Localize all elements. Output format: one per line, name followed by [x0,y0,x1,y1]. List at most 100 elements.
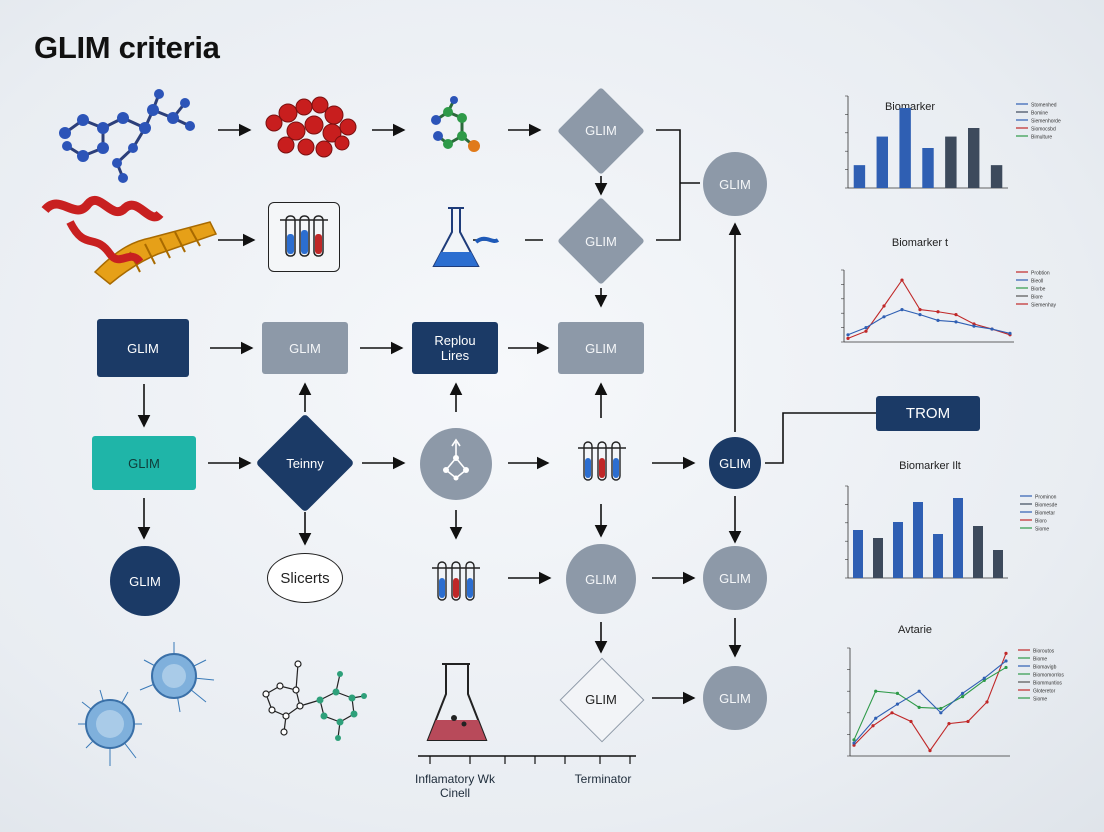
chart-1-title: Biomarker [884,101,936,113]
bar [876,136,888,188]
point [895,691,900,695]
series-line [847,309,1011,336]
legend-label: Biorbe [1031,287,1046,293]
decision-diamond-outline-label: GLIM [585,691,617,707]
point [900,308,904,312]
legend-label: Siome [1035,527,1049,533]
chart-2-title: Biomarker t [891,237,949,249]
bar [899,108,911,188]
molecule-network-icon [262,660,367,741]
glim-box-gray-2: GLIM [558,322,644,374]
point [966,719,970,724]
series-line [847,279,1011,339]
bar [953,498,963,578]
point [939,706,943,711]
molecule-blue-icon [59,89,195,183]
point [917,689,921,693]
point [864,326,868,330]
point [890,711,894,715]
bar [933,534,943,578]
bar [945,136,957,188]
page-title: GLIM criteria [34,30,220,65]
point [928,749,932,753]
point [982,676,986,680]
point [954,313,958,317]
legend-label: Biommuntios [1033,681,1062,687]
point [874,689,878,693]
flask-red-icon [426,663,488,741]
bar [913,502,923,578]
bar [853,165,866,188]
point [895,702,900,706]
point [917,705,921,709]
chart-1: StomenhedBomineSiemenhordeSiomocsbdBimul… [845,95,1061,189]
point [882,304,886,308]
legend-label: Prominon [1035,495,1057,501]
legend-label: Bioroutos [1033,649,1055,655]
molecule-green-icon [431,96,480,152]
point [846,333,850,337]
legend-label: Gloteretor [1033,689,1056,695]
bar [873,538,883,578]
legend-label: Stomenhed [1031,103,1057,109]
legend-label: Siomocsbd [1031,127,1056,133]
flask-blue-icon [432,207,500,267]
test-tubes-icon-2 [578,441,626,481]
virus-icon [78,642,215,766]
protein-ribbon-icon [41,195,218,285]
legend-label: Biomavigb [1033,665,1057,671]
legend-label: Probtion [1031,271,1050,277]
point [972,324,976,328]
bottom-label-left: Inflamatory Wk Cinell [414,772,495,800]
legend-label: Biome [1033,657,1047,663]
legend-label: Biometar [1035,511,1055,517]
test-tubes-icon [280,215,328,257]
bar [968,128,980,188]
legend-label: Siemenhorde [1031,119,1061,125]
bar [990,165,1003,188]
protein-red-icon [265,96,357,158]
point [882,315,886,319]
test-tubes-icon-3 [432,561,480,601]
glim-circle-gray-3: GLIM [703,666,767,730]
glim-box-teal: GLIM [92,436,196,490]
decision-diamond-2-label: GLIM [585,233,617,249]
legend-label: Bioro [1035,519,1047,525]
bar [853,530,863,578]
point [846,336,850,340]
point [874,716,878,720]
legend-label: Bimulture [1031,135,1052,141]
point [947,722,951,726]
point [864,329,868,333]
trom-box: TROM [876,396,980,431]
legend-label: Biomomorrlos [1033,673,1064,679]
legend-label: Biore [1031,295,1043,301]
bar [922,148,934,188]
point [936,310,940,314]
point [936,318,940,322]
chart-3-title: Biomarker Ilt [899,460,961,472]
point [918,313,922,317]
bar [973,526,983,578]
point [960,695,965,699]
point [1004,651,1008,655]
legend-label: Biomesde [1035,503,1057,509]
point [852,738,856,742]
legend-label: Siome [1033,697,1047,703]
glim-circle-gray-1: GLIM [566,544,636,614]
point [909,719,913,724]
point [939,711,943,715]
legend-label: Bieoll [1031,279,1043,285]
glim-box-gray-1: GLIM [262,322,348,374]
decision-diamond-1-label: GLIM [585,122,617,138]
network-icon [443,438,469,481]
glim-box-navy: GLIM [97,319,189,377]
legend-label: Siemenhay [1031,303,1057,309]
slicerts-ellipse: Slicerts [267,553,343,603]
point [900,278,904,282]
glim-circle-gray-2: GLIM [703,546,767,610]
series-line [853,660,1007,744]
